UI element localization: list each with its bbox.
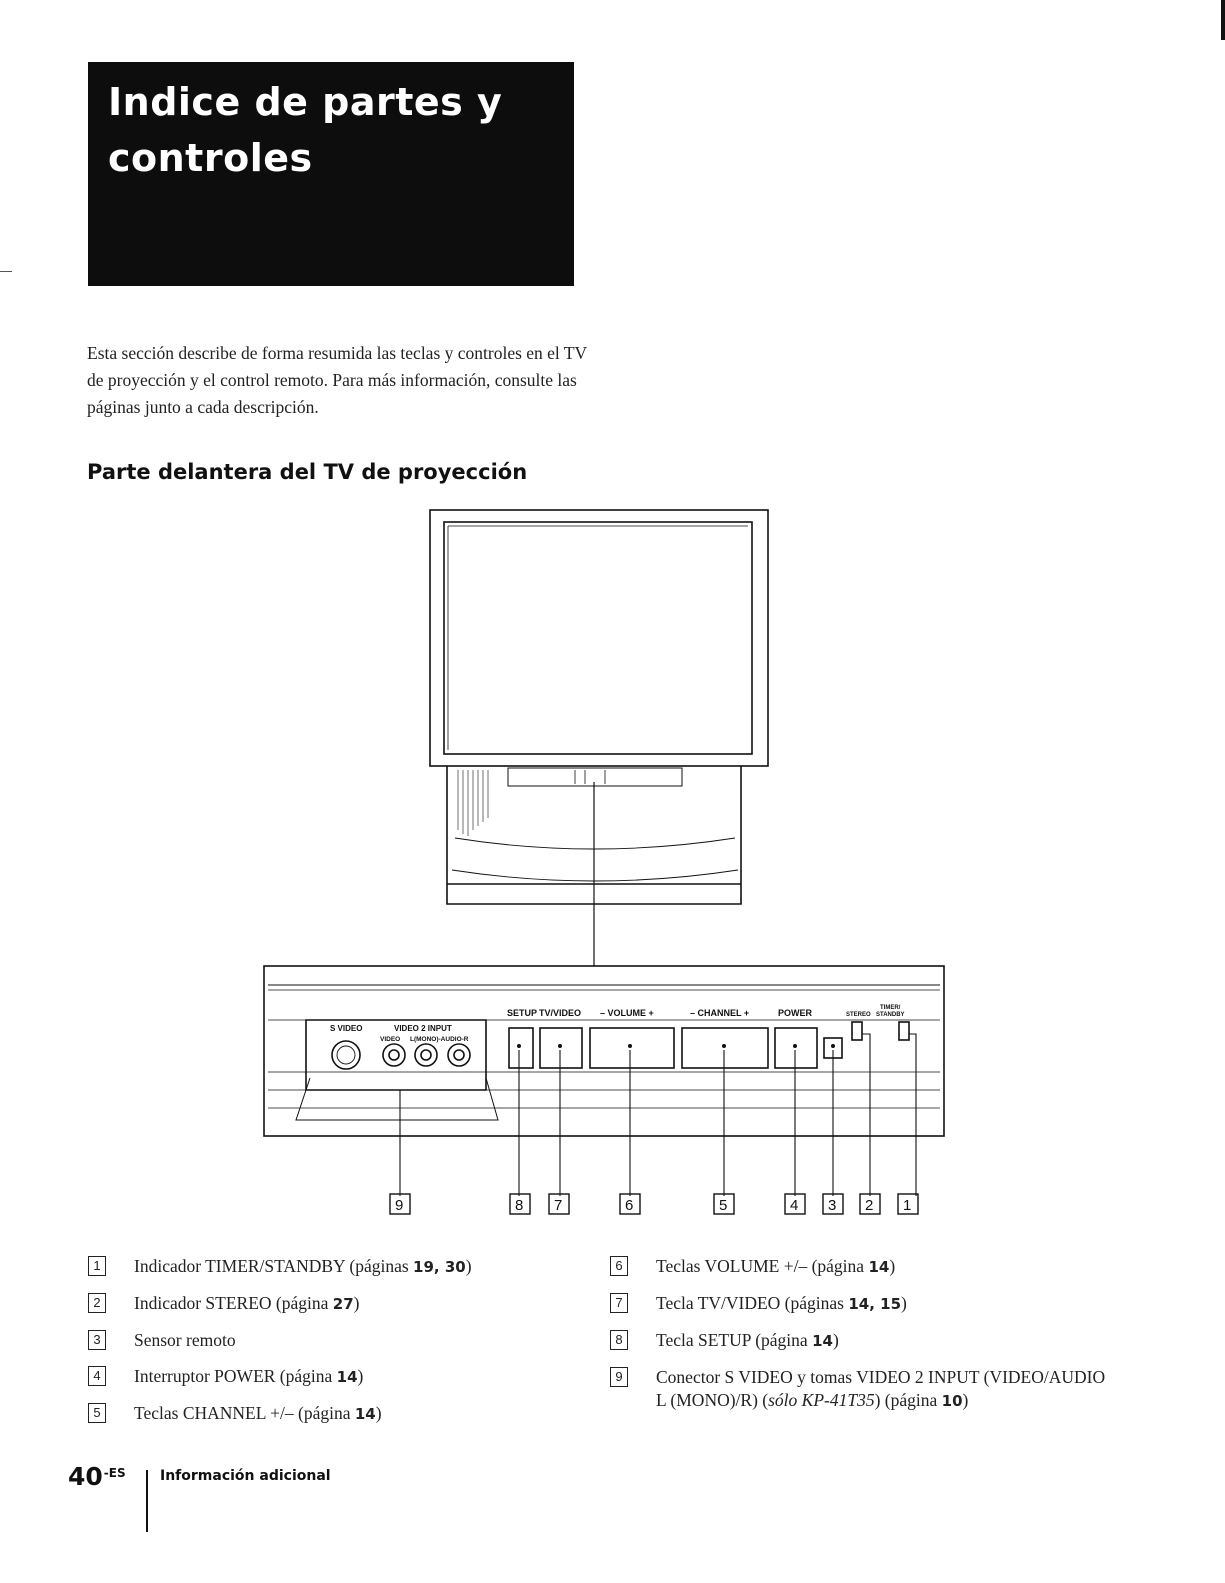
callout-number: 6 xyxy=(625,1197,633,1214)
setup-button-drawing xyxy=(508,1027,534,1069)
footer-divider xyxy=(146,1470,148,1532)
label-channel: – CHANNEL + xyxy=(690,1008,749,1018)
page-suffix: -ES xyxy=(103,1466,126,1480)
legend-number: 8 xyxy=(610,1330,628,1350)
label-audio-jacks: L(MONO)-AUDIO-R xyxy=(410,1036,469,1043)
callout-number: 5 xyxy=(719,1197,727,1214)
callout-number: 2 xyxy=(865,1197,873,1214)
legend-number: 9 xyxy=(610,1367,628,1387)
label-setup: SETUP xyxy=(507,1008,537,1018)
title-banner: Indice de partes y controles xyxy=(88,62,574,286)
volume-buttons-drawing xyxy=(589,1027,675,1069)
label-s-video: S VIDEO xyxy=(330,1024,362,1033)
page-number: 40-ES xyxy=(68,1462,126,1491)
label-standby: STANDBY xyxy=(876,1012,905,1018)
callout-number: 9 xyxy=(395,1197,403,1214)
callout-number: 1 xyxy=(903,1197,911,1214)
legend-number: 2 xyxy=(88,1293,106,1313)
label-video2-input: VIDEO 2 INPUT xyxy=(394,1024,452,1033)
title-line-2: controles xyxy=(108,136,313,180)
front-door-panel xyxy=(305,1019,487,1091)
tv-front-diagram: S VIDEO VIDEO 2 INPUT VIDEO L(MONO)-AUDI… xyxy=(263,509,945,1215)
power-button-drawing xyxy=(774,1027,818,1069)
page-tick-mark xyxy=(0,271,12,272)
label-stereo: STEREO xyxy=(846,1012,871,1018)
callout-number: 3 xyxy=(828,1197,836,1214)
page-edge-mark xyxy=(1221,0,1225,40)
tv-screen-outline xyxy=(443,521,753,755)
control-panel-outline xyxy=(263,965,945,1137)
label-volume: – VOLUME + xyxy=(600,1008,654,1018)
label-power: POWER xyxy=(778,1008,813,1018)
callout-number: 7 xyxy=(554,1197,562,1214)
legend-number: 7 xyxy=(610,1293,628,1313)
footer-section-name: Información adicional xyxy=(160,1468,331,1484)
legend-number: 3 xyxy=(88,1330,106,1350)
callout-number: 8 xyxy=(515,1197,523,1214)
section-heading: Parte delantera del TV de proyección xyxy=(87,460,528,484)
channel-buttons-drawing xyxy=(681,1027,769,1069)
callout-number: 4 xyxy=(790,1197,798,1214)
label-tv-video: TV/VIDEO xyxy=(539,1008,581,1018)
intro-paragraph: Esta sección describe de forma resumida … xyxy=(87,342,587,417)
stereo-indicator-drawing xyxy=(851,1021,863,1041)
legend-number: 5 xyxy=(88,1403,106,1423)
timer-indicator-drawing xyxy=(898,1021,910,1041)
tv-video-button-drawing xyxy=(539,1027,583,1069)
legend-number: 1 xyxy=(88,1256,106,1276)
legend-number: 6 xyxy=(610,1256,628,1276)
label-video-jack: VIDEO xyxy=(380,1036,400,1043)
audio-l-jack xyxy=(414,1043,438,1067)
tv-illustration xyxy=(263,509,945,1215)
s-video-jack xyxy=(331,1040,361,1070)
tv-cabinet-outline xyxy=(429,509,769,767)
label-timer: TIMER/ xyxy=(880,1005,901,1011)
page-title: Indice de partes y controles xyxy=(108,74,554,186)
legend-number: 4 xyxy=(88,1366,106,1386)
video-jack xyxy=(382,1043,406,1067)
title-line-1: Indice de partes y xyxy=(108,80,503,124)
audio-r-jack xyxy=(447,1043,471,1067)
